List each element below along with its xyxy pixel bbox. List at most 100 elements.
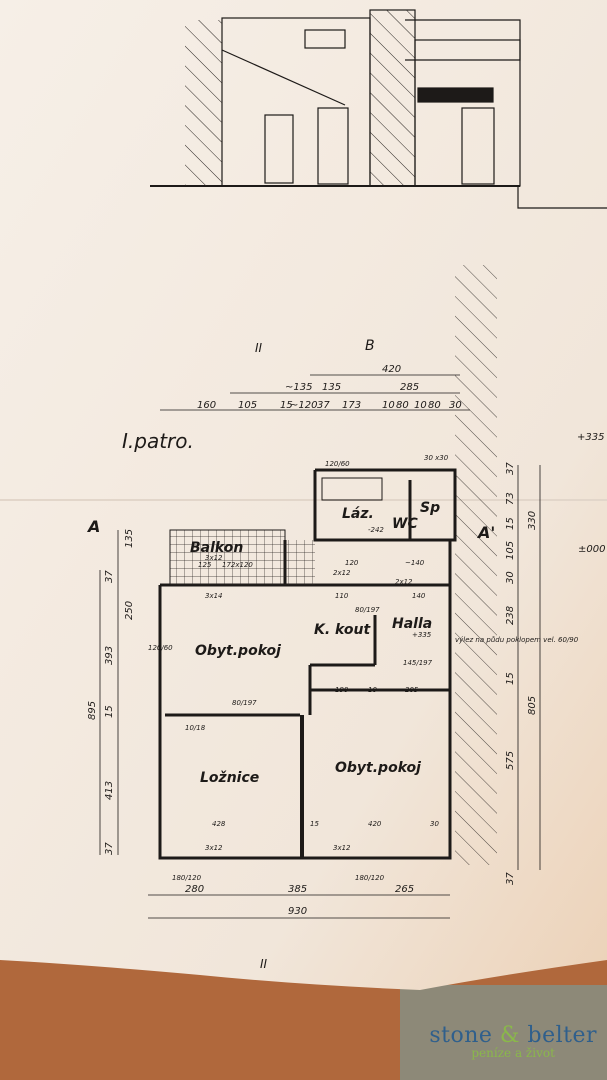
- level-000: ±000: [578, 544, 605, 555]
- right-dimension-labels: 37 73 15 105 30 330 238 15 575 805 37: [505, 462, 538, 885]
- svg-text:10: 10: [368, 686, 377, 694]
- svg-text:15: 15: [280, 400, 293, 411]
- svg-text:10: 10: [382, 400, 395, 411]
- svg-text:105: 105: [238, 400, 257, 411]
- section-mark-a-right: A': [476, 523, 495, 542]
- svg-text:420: 420: [382, 364, 401, 375]
- room-kitchen-corner: K. kout: [314, 622, 371, 638]
- svg-text:~140: ~140: [405, 559, 425, 567]
- svg-text:393: 393: [104, 646, 115, 665]
- level-335: +335: [577, 432, 604, 443]
- svg-text:140: 140: [412, 592, 426, 600]
- bathtub: [321, 477, 383, 501]
- svg-text:10: 10: [414, 400, 427, 411]
- svg-text:2x12: 2x12: [395, 578, 413, 586]
- stair: [285, 540, 315, 585]
- svg-text:30: 30: [449, 400, 462, 411]
- room-hall: Halla: [392, 616, 432, 632]
- logo-brand-right: belter: [527, 1023, 597, 1048]
- svg-text:285: 285: [400, 382, 419, 393]
- svg-text:238: 238: [505, 606, 516, 625]
- svg-text:80: 80: [396, 400, 409, 411]
- svg-text:37: 37: [317, 400, 330, 411]
- section-mark-b: B: [365, 338, 375, 354]
- svg-text:173: 173: [342, 400, 361, 411]
- room-wc: WC: [392, 516, 418, 532]
- svg-text:120/60: 120/60: [148, 644, 173, 652]
- svg-text:420: 420: [368, 820, 382, 828]
- svg-text:37: 37: [104, 570, 115, 583]
- elevation-drawing: [150, 9, 607, 209]
- section-mark-ii-top: II: [255, 341, 263, 355]
- svg-text:172x120: 172x120: [222, 561, 253, 569]
- svg-text:15: 15: [505, 517, 516, 530]
- watermark-logo: stone & belter peníze a život: [429, 1023, 597, 1060]
- svg-text:15: 15: [310, 820, 319, 828]
- bottom-dimension-labels: 280 385 265 930: [185, 884, 414, 917]
- svg-text:-242: -242: [368, 526, 384, 534]
- svg-text:30 x30: 30 x30: [424, 454, 449, 462]
- svg-text:110: 110: [335, 592, 349, 600]
- room-bedroom: Ložnice: [200, 770, 259, 786]
- interior-dimension-labels: 120/60 3x12 80/197 10/18 428 15 420 30 3…: [148, 454, 449, 882]
- fabric: [400, 985, 607, 1080]
- svg-text:73: 73: [505, 492, 516, 505]
- logo-ampersand: &: [499, 1023, 520, 1048]
- logo-tagline: peníze a život: [471, 1046, 555, 1060]
- svg-text:265: 265: [395, 884, 414, 895]
- svg-text:180/120: 180/120: [355, 874, 385, 882]
- svg-text:160: 160: [197, 400, 216, 411]
- svg-text:30: 30: [505, 571, 516, 584]
- svg-text:930: 930: [288, 906, 307, 917]
- svg-text:10/18: 10/18: [185, 724, 206, 732]
- svg-text:413: 413: [104, 781, 115, 800]
- room-pantry: Sp: [420, 500, 440, 516]
- svg-text:3x12: 3x12: [205, 554, 223, 562]
- svg-text:280: 280: [185, 884, 204, 895]
- svg-text:3x12: 3x12: [205, 844, 223, 852]
- svg-text:15: 15: [104, 705, 115, 718]
- room-bathroom: Láz.: [342, 506, 374, 522]
- room-balcony: Balkon: [190, 540, 243, 556]
- svg-text:80: 80: [428, 400, 441, 411]
- svg-text:190: 190: [335, 686, 349, 694]
- logo-brand-left: stone: [429, 1023, 493, 1048]
- svg-text:30: 30: [430, 820, 439, 828]
- svg-text:145/197: 145/197: [403, 659, 433, 667]
- svg-text:250: 250: [124, 601, 135, 620]
- svg-text:385: 385: [288, 884, 307, 895]
- svg-text:3x12: 3x12: [333, 844, 351, 852]
- svg-text:~120: ~120: [290, 400, 317, 411]
- top-dimension-labels: 420 ~135 135 285 160 105 15 ~120 37 173 …: [197, 364, 462, 411]
- svg-text:+335: +335: [412, 631, 432, 639]
- svg-text:428: 428: [212, 820, 226, 828]
- svg-text:895: 895: [87, 701, 98, 720]
- svg-text:135: 135: [322, 382, 341, 393]
- svg-text:805: 805: [527, 696, 538, 715]
- svg-text:575: 575: [505, 751, 516, 770]
- svg-text:330: 330: [527, 511, 538, 530]
- svg-text:37: 37: [505, 872, 516, 885]
- svg-text:37: 37: [505, 462, 516, 475]
- svg-text:125: 125: [198, 561, 212, 569]
- svg-text:80/197: 80/197: [232, 699, 257, 707]
- dimension-lines: [99, 374, 541, 919]
- exterior-hatch: [455, 265, 497, 865]
- svg-text:205: 205: [405, 686, 419, 694]
- svg-text:120: 120: [345, 559, 359, 567]
- floor-title: I.patro.: [122, 429, 194, 453]
- attic-hatch-note: výlez na půdu poklopem vel. 60/90: [455, 636, 579, 644]
- svg-text:120/60: 120/60: [325, 460, 350, 468]
- left-dimension-labels: 135 37 250 393 15 413 37 895: [87, 529, 135, 855]
- svg-text:180/120: 180/120: [172, 874, 202, 882]
- svg-text:15: 15: [505, 672, 516, 685]
- section-mark-a-left: A: [86, 517, 100, 536]
- svg-text:2x12: 2x12: [333, 569, 351, 577]
- svg-text:37: 37: [104, 842, 115, 855]
- svg-text:~135: ~135: [285, 382, 312, 393]
- svg-text:135: 135: [124, 529, 135, 548]
- svg-text:80/197: 80/197: [355, 606, 380, 614]
- svg-text:105: 105: [505, 541, 516, 560]
- svg-text:3x14: 3x14: [205, 592, 223, 600]
